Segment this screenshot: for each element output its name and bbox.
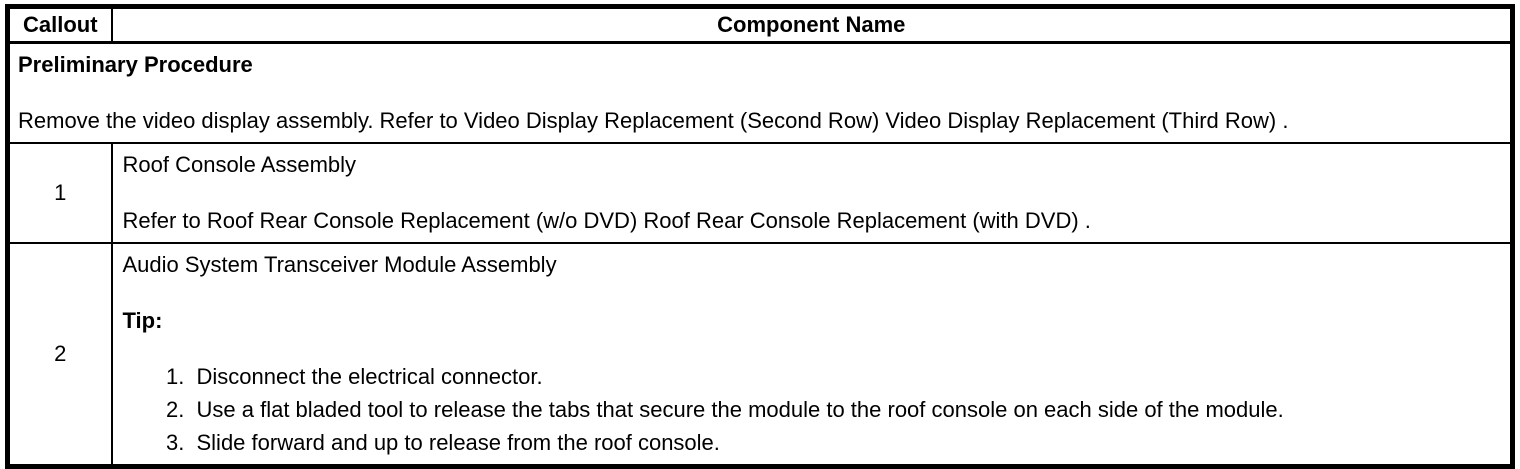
preliminary-procedure-title: Preliminary Procedure xyxy=(18,52,253,77)
tip-step: Slide forward and up to release from the… xyxy=(191,430,1501,456)
table-row-1: 1 Roof Console Assembly Refer to Roof Re… xyxy=(6,142,1514,244)
tip-label: Tip: xyxy=(122,308,163,333)
preliminary-procedure-row: Preliminary Procedure Remove the video d… xyxy=(6,41,1514,144)
callout-number: 1 xyxy=(6,142,113,244)
tip-step: Disconnect the electrical connector. xyxy=(191,364,1501,390)
callout-column-header: Callout xyxy=(6,5,113,44)
preliminary-procedure-text: Remove the video display assembly. Refer… xyxy=(18,108,1289,133)
component-name: Roof Console Assembly xyxy=(122,152,357,177)
component-cell: Roof Console Assembly Refer to Roof Rear… xyxy=(110,142,1514,244)
callout-number: 2 xyxy=(6,242,113,468)
component-name: Audio System Transceiver Module Assembly xyxy=(122,252,557,277)
component-table: Callout Component Name Preliminary Proce… xyxy=(5,4,1515,469)
preliminary-procedure-cell: Preliminary Procedure Remove the video d… xyxy=(6,41,1514,144)
component-reference-text: Refer to Roof Rear Console Replacement (… xyxy=(122,208,1091,233)
tip-step: Use a flat bladed tool to release the ta… xyxy=(191,397,1501,423)
component-name-column-header: Component Name xyxy=(110,5,1514,44)
tip-steps-list: Disconnect the electrical connector. Use… xyxy=(123,364,1501,456)
header-row: Callout Component Name xyxy=(6,5,1514,44)
component-cell: Audio System Transceiver Module Assembly… xyxy=(110,242,1514,468)
table-row-2: 2 Audio System Transceiver Module Assemb… xyxy=(6,242,1514,468)
